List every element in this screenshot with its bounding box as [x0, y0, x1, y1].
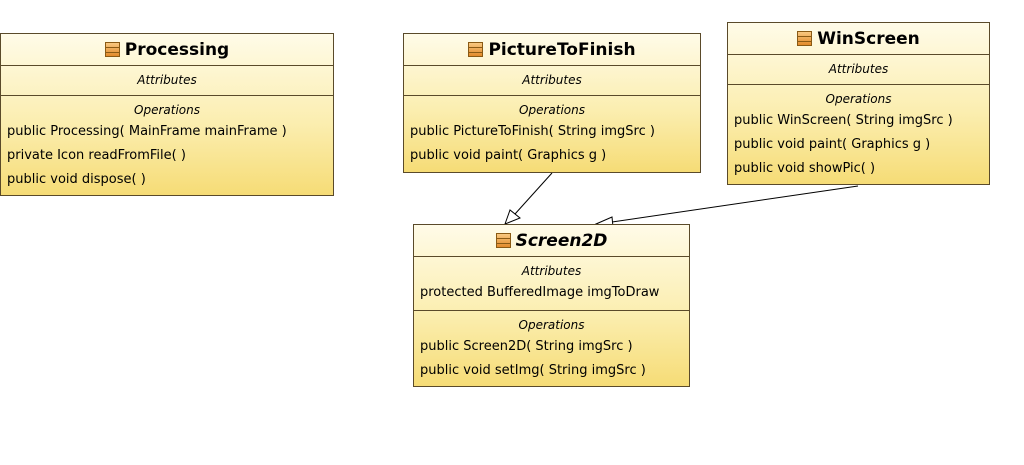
class-icon — [468, 42, 484, 57]
operations-section: Operations public WinScreen( String imgS… — [728, 85, 989, 181]
operation: public void showPic( ) — [734, 161, 876, 176]
attributes-section: Attributes protected BufferedImage imgTo… — [414, 257, 689, 311]
class-header: PictureToFinish — [404, 34, 700, 66]
operations-section: Operations public Screen2D( String imgSr… — [414, 311, 689, 383]
attribute: protected BufferedImage imgToDraw — [420, 285, 660, 300]
operations-title: Operations — [519, 103, 585, 117]
class-header: Screen2D — [414, 225, 689, 257]
operation: public Screen2D( String imgSrc ) — [420, 339, 633, 354]
edge-picturetofinish-to-screen2d — [504, 172, 553, 225]
attributes-title: Attributes — [522, 73, 582, 87]
operations-title: Operations — [134, 103, 200, 117]
class-name: Processing — [124, 39, 230, 60]
class-icon — [797, 31, 813, 46]
operation: public void paint( Graphics g ) — [410, 148, 607, 163]
attributes-section: Attributes — [404, 66, 700, 96]
operation: public PictureToFinish( String imgSrc ) — [410, 124, 655, 139]
operation: public void paint( Graphics g ) — [734, 137, 931, 152]
attributes-title: Attributes — [137, 73, 197, 87]
class-name: PictureToFinish — [488, 39, 636, 60]
operations-section: Operations public Processing( MainFrame … — [1, 96, 333, 192]
operation: public WinScreen( String imgSrc ) — [734, 113, 953, 128]
class-picturetofinish[interactable]: PictureToFinish Attributes Operations pu… — [403, 33, 701, 173]
operations-section: Operations public PictureToFinish( Strin… — [404, 96, 700, 168]
class-name: WinScreen — [817, 28, 920, 49]
operation: public Processing( MainFrame mainFrame ) — [7, 124, 287, 139]
attributes-section: Attributes — [728, 55, 989, 85]
operation: public void dispose( ) — [7, 172, 146, 187]
class-icon — [104, 42, 120, 57]
class-processing[interactable]: Processing Attributes Operations public … — [0, 33, 334, 196]
class-icon — [495, 233, 511, 248]
class-screen2d[interactable]: Screen2D Attributes protected BufferedIm… — [413, 224, 690, 387]
class-name: Screen2D — [515, 230, 608, 251]
class-header: Processing — [1, 34, 333, 66]
class-winscreen[interactable]: WinScreen Attributes Operations public W… — [727, 22, 990, 185]
operations-title: Operations — [518, 318, 585, 332]
attributes-title: Attributes — [521, 264, 582, 278]
operation: private Icon readFromFile( ) — [7, 148, 186, 163]
attributes-section: Attributes — [1, 66, 333, 96]
edge-winscreen-to-screen2d — [594, 185, 859, 228]
attributes-title: Attributes — [828, 62, 889, 76]
operations-title: Operations — [825, 92, 892, 106]
class-header: WinScreen — [728, 23, 989, 55]
operation: public void setImg( String imgSrc ) — [420, 363, 646, 378]
